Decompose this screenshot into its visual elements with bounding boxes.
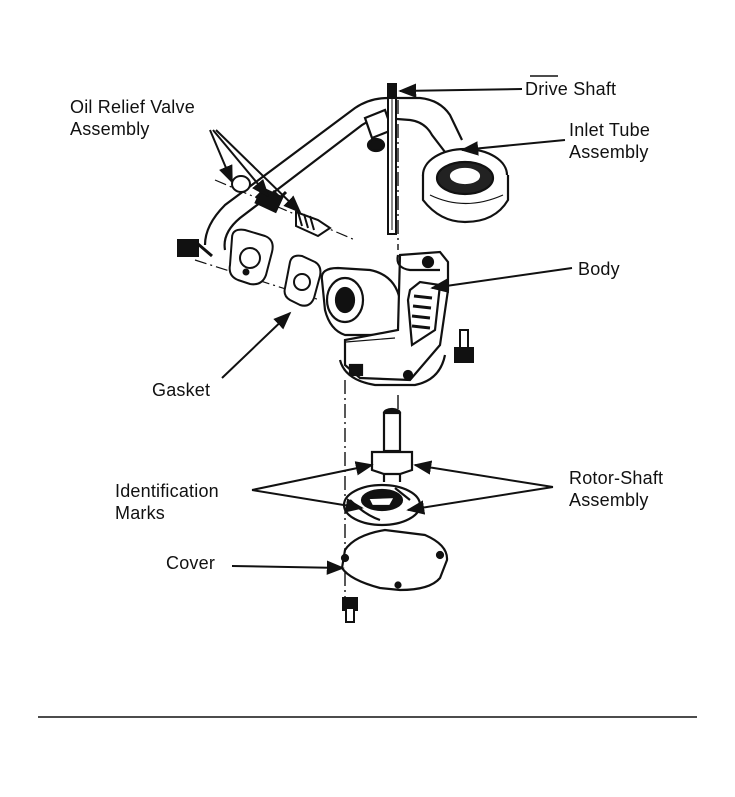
- label-oil-relief-valve-assembly: Oil Relief Valve Assembly: [70, 96, 195, 140]
- label-identification-line2: Marks: [115, 503, 165, 523]
- body-bolt: [454, 329, 474, 363]
- label-inlet-tube-line1: Inlet Tube: [569, 120, 651, 140]
- label-rotor-shaft-line2: Assembly: [569, 490, 649, 510]
- label-rotor-shaft-assembly: Rotor-Shaft Assembly: [569, 467, 663, 511]
- label-inlet-tube-line2: Assembly: [569, 142, 649, 162]
- label-identification-marks: Identification Marks: [115, 480, 219, 524]
- drive-shaft: [387, 83, 397, 235]
- label-oil-relief-valve-line1: Oil Relief Valve: [70, 97, 195, 117]
- label-inlet-tube-assembly: Inlet Tube Assembly: [569, 119, 650, 163]
- label-drive-shaft: Drive Shaft: [525, 79, 617, 99]
- label-gasket: Gasket: [152, 380, 211, 400]
- rotor-shaft-assembly: [342, 407, 422, 527]
- label-oil-relief-valve-line2: Assembly: [70, 119, 150, 139]
- label-identification-line1: Identification: [115, 481, 219, 501]
- inlet-tube-assembly: [203, 96, 510, 251]
- leader-lines: [209, 83, 573, 575]
- pump-body: [320, 250, 450, 387]
- cover-bolt: [342, 597, 358, 623]
- pump-cover: [340, 528, 449, 592]
- assembly-centerline: [344, 100, 399, 610]
- label-rotor-shaft-line1: Rotor-Shaft: [569, 468, 664, 488]
- label-cover: Cover: [166, 553, 216, 573]
- label-body: Body: [578, 259, 620, 279]
- gaskets: [228, 228, 322, 307]
